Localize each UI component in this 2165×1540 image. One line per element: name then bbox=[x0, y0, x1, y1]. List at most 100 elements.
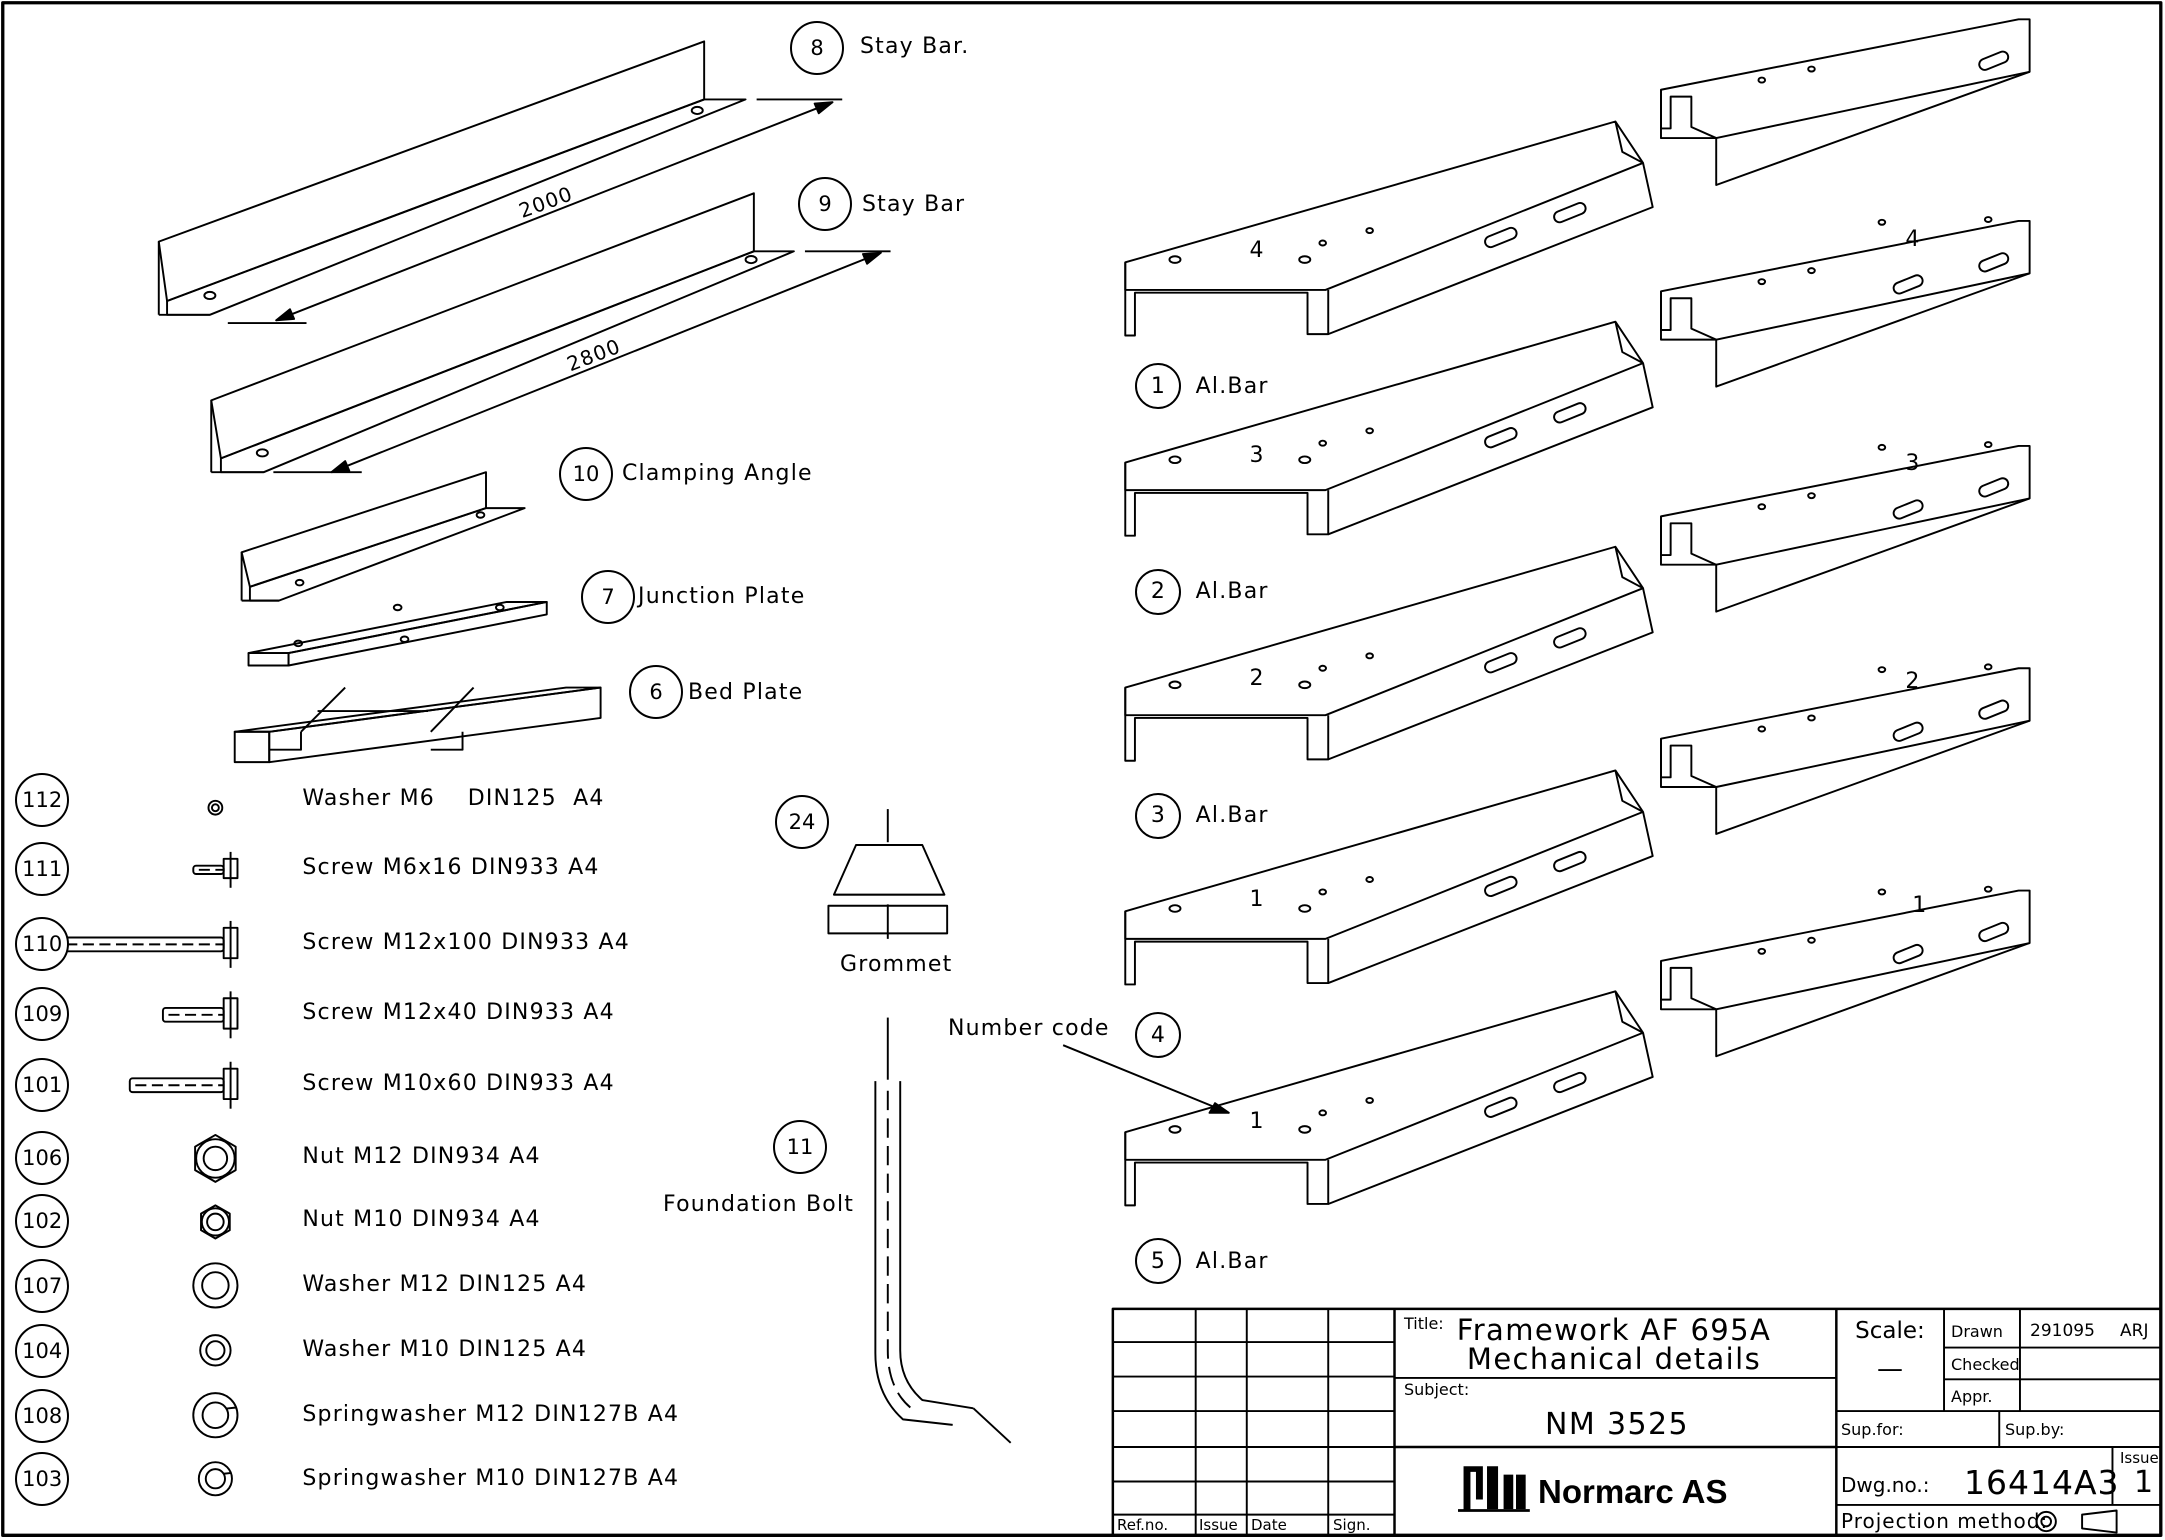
hex-nut-icon bbox=[194, 1133, 237, 1183]
bed-plate-label: Bed Plate bbox=[688, 680, 804, 705]
scale-label: Scale: bbox=[1855, 1318, 1925, 1344]
rev-header-ref-no: Ref.no. bbox=[1117, 1516, 1169, 1534]
normarc-logo-icon bbox=[1458, 1466, 1530, 1512]
al-bar-left-series bbox=[1124, 120, 1654, 1207]
number-code-marking: 1 bbox=[1249, 1109, 1265, 1135]
al-bar-label: Al.Bar bbox=[1195, 1248, 1269, 1274]
grommet-drawing bbox=[827, 809, 949, 939]
number-code-label: Number code bbox=[948, 1016, 1110, 1041]
al-bar-label: Al.Bar bbox=[1195, 579, 1269, 605]
al-bar-right-series bbox=[1660, 18, 2031, 1058]
title-label: Title: bbox=[1404, 1314, 1444, 1333]
al-bar-left-1 bbox=[1124, 120, 1654, 337]
small-washer-icon bbox=[207, 799, 224, 816]
al-bar-left-3 bbox=[1124, 545, 1654, 762]
al-bar-label: Al.Bar bbox=[1195, 373, 1269, 399]
part-bubble-109: 109 bbox=[15, 987, 70, 1042]
bed-plate-drawing bbox=[233, 686, 602, 764]
part-bubble-24: 24 bbox=[775, 795, 829, 849]
al-bar-right-5 bbox=[1660, 885, 2031, 1058]
part-bubble-106: 106 bbox=[15, 1130, 70, 1185]
part-bubble-3: 3 bbox=[1134, 792, 1181, 839]
junction-plate-label: Junction Plate bbox=[638, 584, 806, 609]
number-code-marking: 4 bbox=[1249, 238, 1265, 264]
part-bubble-4: 4 bbox=[1134, 1012, 1181, 1059]
subject-value: NM 3525 bbox=[1544, 1407, 1690, 1442]
projection-method-label: Projection method: bbox=[1841, 1509, 2049, 1533]
drawn-by: ARJ bbox=[2120, 1321, 2149, 1341]
issue-number: 1 bbox=[2134, 1465, 2154, 1500]
scale-value: — bbox=[1877, 1354, 1903, 1384]
part-bubble-112: 112 bbox=[15, 773, 70, 828]
short-screw-icon bbox=[161, 991, 239, 1039]
part-bubble-5: 5 bbox=[1134, 1238, 1181, 1285]
medium-screw-icon bbox=[128, 1061, 239, 1109]
hardware-item-label: Screw M10x60 DIN933 A4 bbox=[302, 1070, 615, 1096]
part-bubble-102: 102 bbox=[15, 1194, 70, 1249]
part-bubble-10: 10 bbox=[559, 447, 613, 501]
drawing-number: 16414A3 bbox=[1964, 1463, 2120, 1502]
stay-bar-8-label: Stay Bar. bbox=[860, 34, 970, 59]
part-bubble-111: 111 bbox=[15, 842, 70, 897]
number-code-marking: 2 bbox=[1905, 669, 1921, 695]
part-bubble-11: 11 bbox=[773, 1120, 827, 1174]
washer-icon bbox=[199, 1334, 232, 1367]
al-bar-right-3 bbox=[1660, 441, 2031, 613]
clamping-angle-drawing bbox=[240, 471, 526, 602]
number-code-arrow bbox=[1062, 1044, 1230, 1114]
part-bubble-110: 110 bbox=[15, 916, 70, 971]
hardware-item-label: Nut M10 DIN934 A4 bbox=[302, 1207, 541, 1233]
hardware-item-label: Washer M10 DIN125 A4 bbox=[302, 1337, 588, 1363]
hardware-item-label: Washer M12 DIN125 A4 bbox=[302, 1272, 588, 1298]
number-code-marking: 1 bbox=[1912, 892, 1928, 918]
number-code-marking: 1 bbox=[1249, 887, 1265, 913]
al-bar-left-4 bbox=[1124, 769, 1654, 986]
part-bubble-103: 103 bbox=[15, 1452, 70, 1507]
clamping-angle-label: Clamping Angle bbox=[622, 461, 813, 486]
al-bar-left-2 bbox=[1124, 320, 1654, 537]
title-block-frame bbox=[1111, 1307, 2163, 1537]
long-screw-icon bbox=[59, 920, 239, 968]
part-bubble-2: 2 bbox=[1134, 568, 1181, 615]
hardware-item-label: Nut M12 DIN934 A4 bbox=[302, 1143, 541, 1169]
approved-label: Appr. bbox=[1951, 1387, 1993, 1406]
company-name: Normarc AS bbox=[1538, 1473, 1728, 1510]
foundation-bolt-drawing bbox=[874, 1017, 1012, 1444]
number-code-marking: 3 bbox=[1249, 442, 1265, 468]
part-bubble-9: 9 bbox=[798, 177, 852, 231]
hex-nut-icon bbox=[200, 1204, 231, 1240]
hardware-item-label: Screw M6x16 DIN933 A4 bbox=[302, 855, 600, 881]
part-bubble-101: 101 bbox=[15, 1057, 70, 1112]
part-bubble-108: 108 bbox=[15, 1388, 70, 1443]
part-bubble-1: 1 bbox=[1134, 363, 1181, 410]
al-bar-right-1 bbox=[1660, 18, 2031, 186]
supplied-for-label: Sup.for: bbox=[1841, 1420, 1904, 1439]
part-bubble-104: 104 bbox=[15, 1324, 70, 1379]
small-screw-icon bbox=[192, 851, 239, 888]
issue-label: Issue bbox=[2120, 1449, 2159, 1467]
number-code-marking: 3 bbox=[1905, 450, 1921, 476]
stay-bar-8-drawing bbox=[157, 40, 843, 325]
rev-header-sign: Sign. bbox=[1333, 1516, 1371, 1534]
part-bubble-7: 7 bbox=[581, 570, 635, 624]
drawn-label: Drawn bbox=[1951, 1322, 2003, 1341]
foundation-bolt-label: Foundation Bolt bbox=[663, 1192, 855, 1217]
drawn-date: 291095 bbox=[2030, 1321, 2095, 1341]
hardware-item-label: Washer M6 DIN125 A4 bbox=[302, 786, 605, 812]
rev-header-issue: Issue bbox=[1199, 1516, 1238, 1534]
hardware-item-label: Springwasher M10 DIN127B A4 bbox=[302, 1465, 680, 1491]
drawing-number-label: Dwg.no.: bbox=[1841, 1473, 1930, 1497]
subject-label: Subject: bbox=[1404, 1380, 1470, 1399]
part-bubble-107: 107 bbox=[15, 1259, 70, 1314]
rev-header-date: Date bbox=[1251, 1516, 1287, 1534]
hardware-item-label: Springwasher M12 DIN127B A4 bbox=[302, 1402, 680, 1428]
drawing-title-line-1: Framework AF 695A bbox=[1456, 1313, 1772, 1347]
number-code-marking: 4 bbox=[1905, 227, 1921, 253]
supplied-by-label: Sup.by: bbox=[2005, 1420, 2065, 1439]
al-bar-right-2 bbox=[1660, 216, 2031, 388]
springwasher-icon bbox=[192, 1392, 239, 1439]
hardware-item-label: Screw M12x40 DIN933 A4 bbox=[302, 1000, 615, 1026]
stay-bar-9-drawing bbox=[210, 192, 891, 474]
